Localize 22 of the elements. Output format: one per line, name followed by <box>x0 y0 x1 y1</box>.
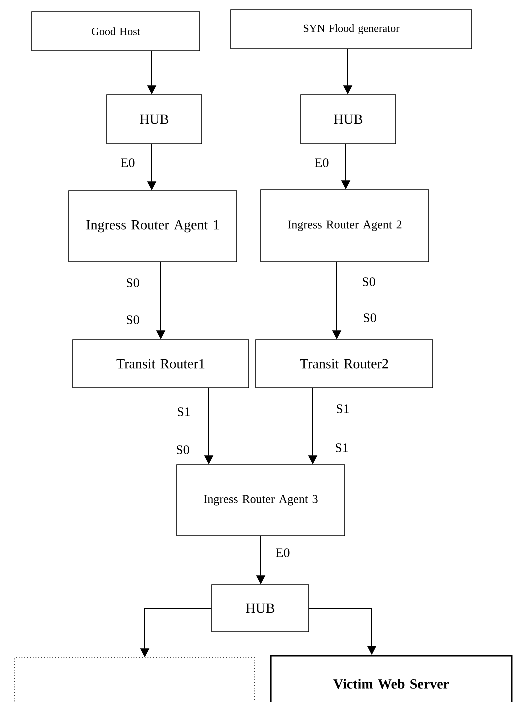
network-box: Good Host <box>32 12 200 52</box>
network-box: Ingress Router Agent 2 <box>260 190 430 262</box>
port-label: E0 <box>276 548 290 558</box>
port-label: E0 <box>121 158 135 168</box>
network-box: Transit Router2 <box>256 340 434 388</box>
network-box: Transit Router1 <box>72 340 250 388</box>
empty-box <box>14 658 256 702</box>
network-box: HUB <box>212 584 310 632</box>
port-label: S1 <box>336 444 348 452</box>
network-box: SYN Flood generator <box>230 10 472 50</box>
network-box: Victim Web Server <box>270 655 513 702</box>
port-label: S1 <box>337 404 350 414</box>
network-box: HUB <box>300 94 396 144</box>
network-box: Ingress Router Agent 3 <box>176 464 346 536</box>
port-label: S0 <box>364 314 376 322</box>
port-label: S0 <box>127 278 140 288</box>
network-box: Ingress Router Agent 1 <box>68 190 238 262</box>
port-label: S0 <box>363 278 376 286</box>
network-box: HUB <box>106 94 202 144</box>
port-label: E0 <box>315 158 329 168</box>
port-label: S1 <box>178 408 190 416</box>
port-label: S0 <box>127 316 140 324</box>
